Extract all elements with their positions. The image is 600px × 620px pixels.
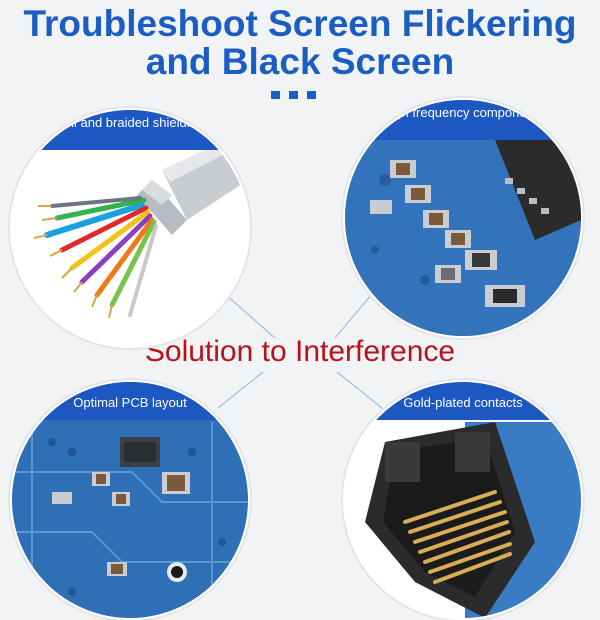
panel-optimal-pcb: Optimal PCB layout bbox=[10, 380, 250, 620]
panel-label-high-frequency: High frequency components bbox=[345, 100, 581, 140]
gold-contacts-illustration bbox=[345, 382, 581, 618]
panel-label-optimal-pcb: Optimal PCB layout bbox=[12, 382, 248, 420]
page-title-line-2: and Black Screen bbox=[145, 41, 455, 82]
panel-gold-contacts: Gold-plated contacts bbox=[343, 380, 583, 620]
panel-high-frequency: High frequency components bbox=[343, 98, 583, 338]
pcb-layout-illustration bbox=[12, 382, 248, 618]
title-dots-divider bbox=[271, 91, 316, 99]
panel-label-foil-shielding: Foil and braided shielding bbox=[12, 110, 248, 150]
panel-foil-shielding: Foil and braided shielding bbox=[10, 108, 250, 348]
page-title-line-1: Troubleshoot Screen Flickering bbox=[23, 3, 577, 44]
panel-label-gold-contacts: Gold-plated contacts bbox=[345, 382, 581, 420]
